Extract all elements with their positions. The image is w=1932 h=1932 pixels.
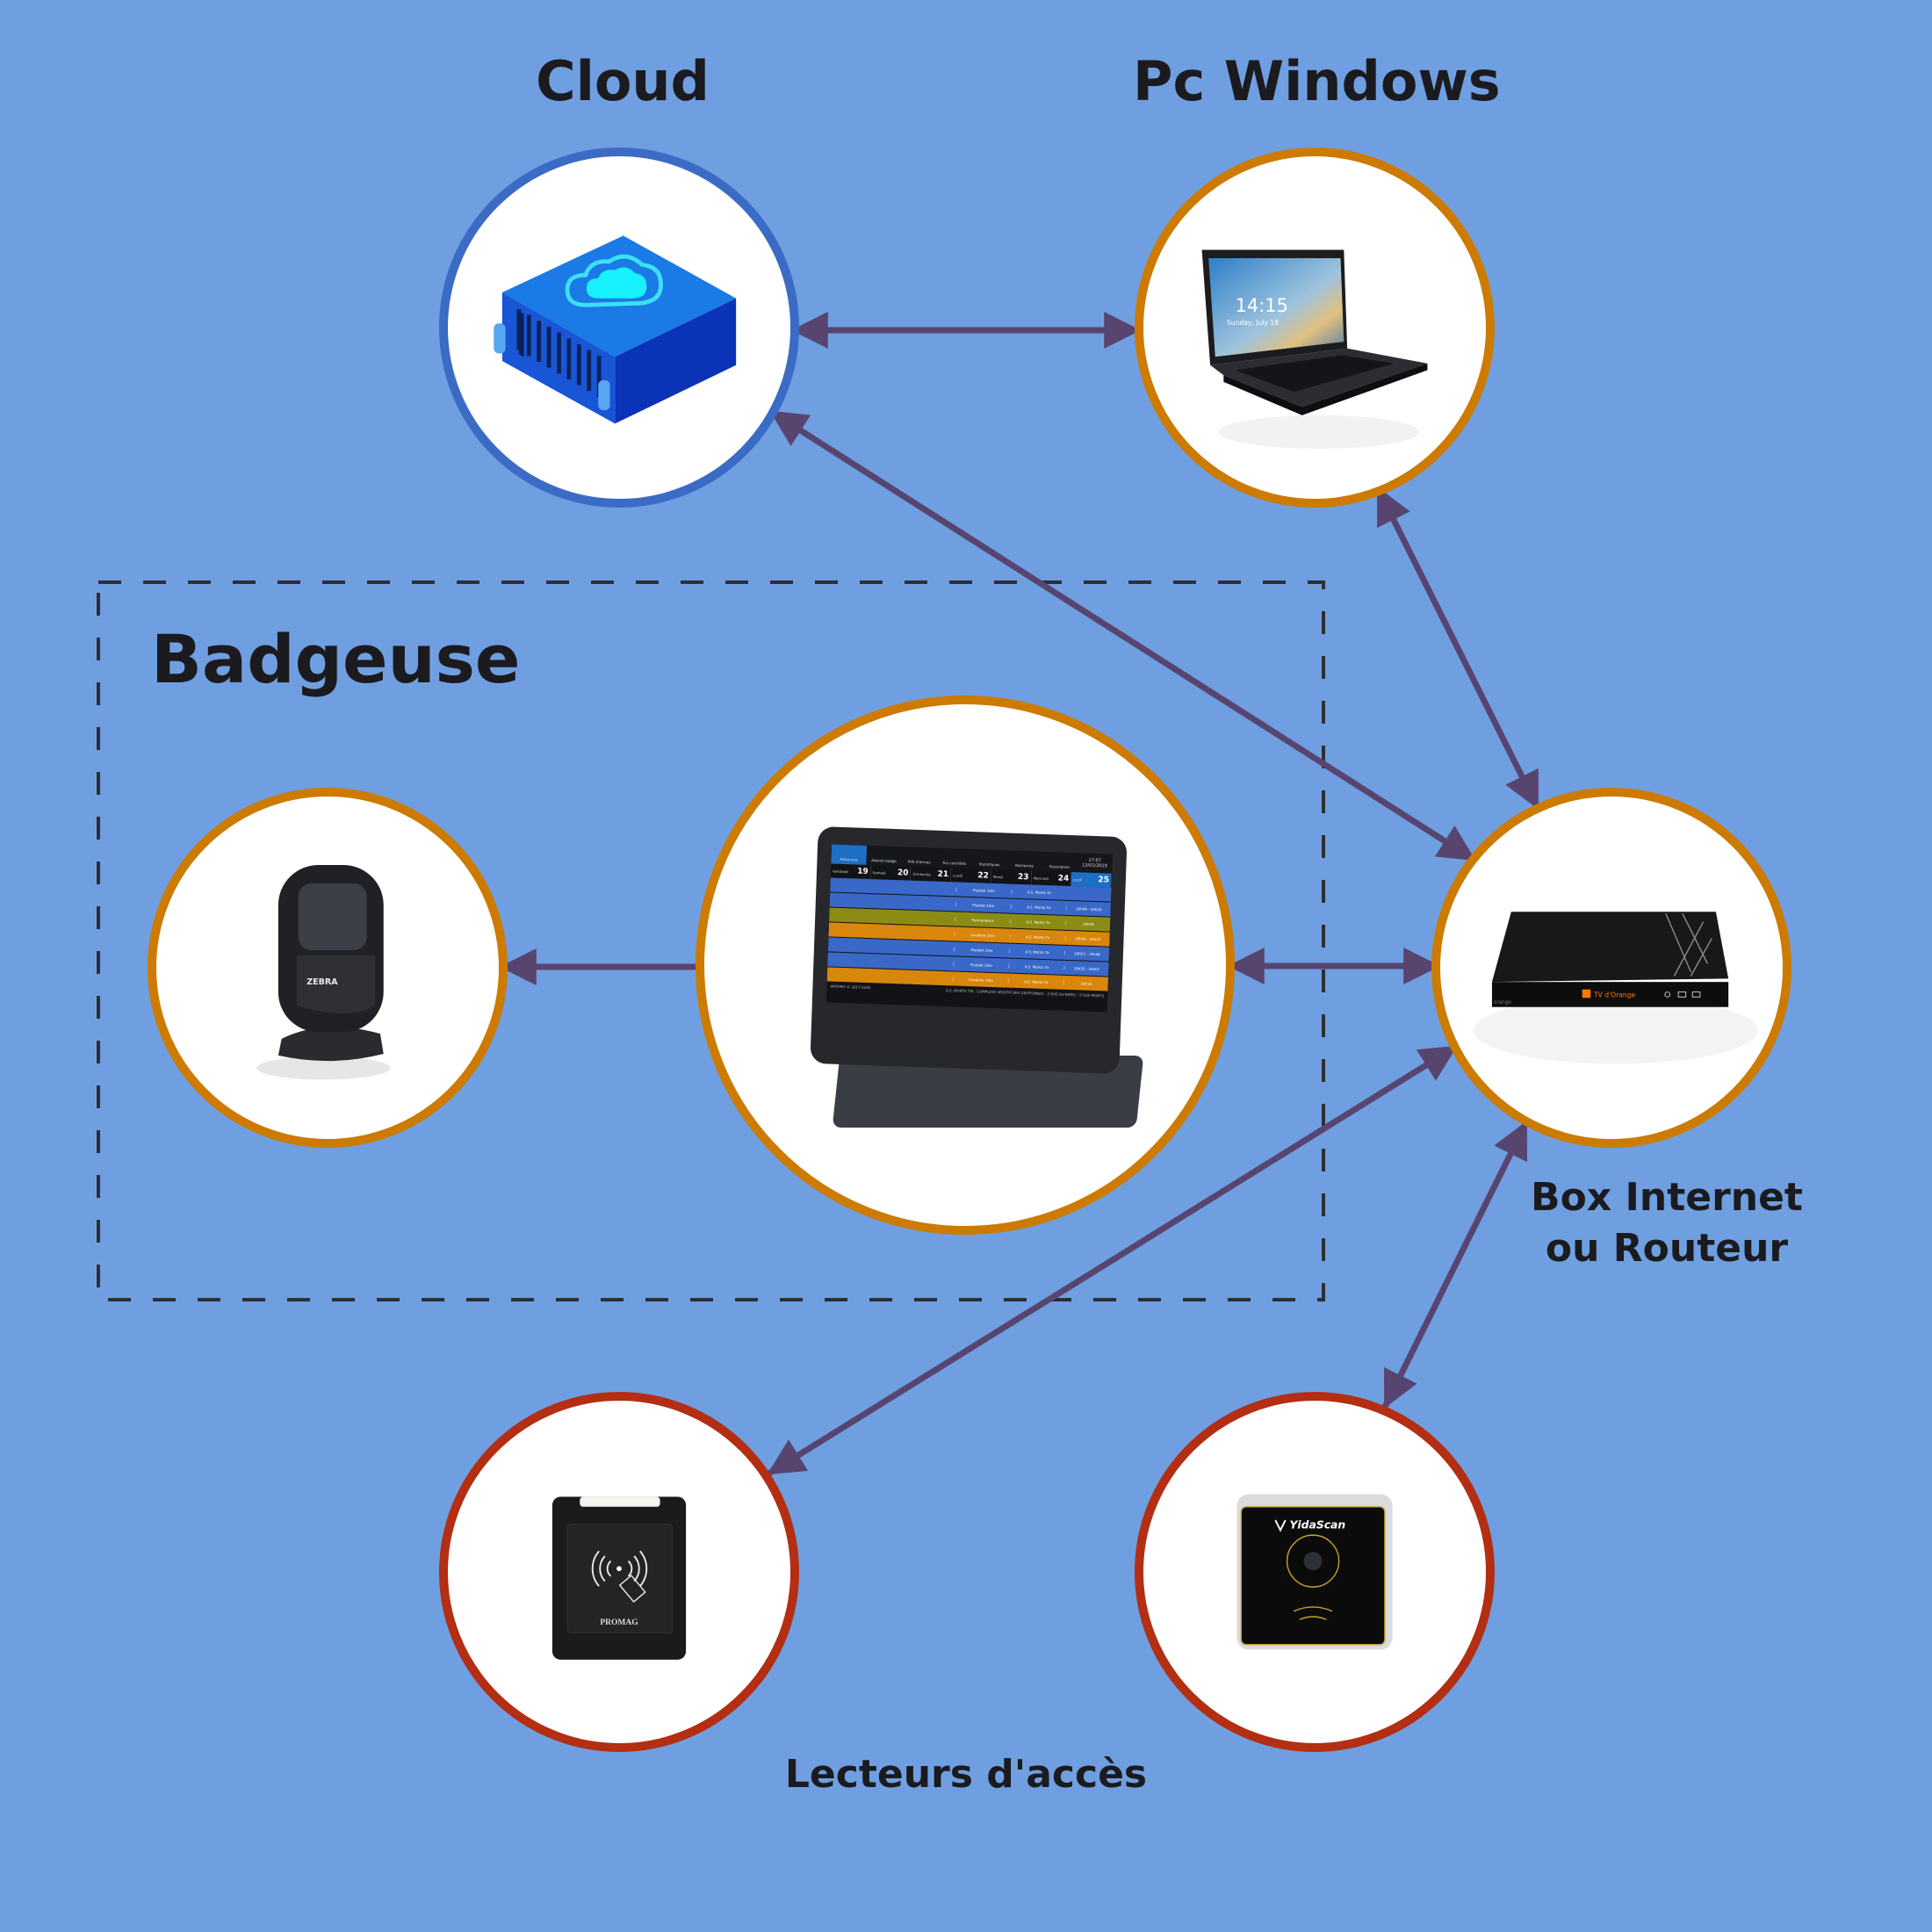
box-label-line1: Box Internet: [1531, 1175, 1803, 1220]
row-discipline: Pistolet 10m: [955, 901, 1011, 909]
laptop-icon: 14:15 Sunday, July 18: [1201, 249, 1428, 449]
screen-tab[interactable]: Prêt d'Armes: [907, 859, 931, 865]
laptop-clock: 14:15: [1236, 295, 1288, 316]
row-club: A.S. Monts Tir: [1009, 948, 1065, 955]
laptop-date: Sunday, July 18: [1227, 319, 1279, 327]
day-number: 22: [977, 871, 990, 881]
screen-day[interactable]: Samedi 20: [870, 865, 912, 881]
row-club: A.S. Monts Tir: [1010, 919, 1066, 926]
day-number: 23: [1017, 872, 1029, 883]
row-club: A.S. Monts Tir: [1010, 904, 1067, 911]
row-discipline: Pistolet 10m: [953, 961, 1009, 969]
row-club: A.S. Monts Tir: [1008, 963, 1064, 970]
screen-day[interactable]: Mardi 23: [991, 869, 1032, 885]
screen-footer-left: ARTEMIS © 2017-2019: [830, 984, 871, 991]
row-time: 18h45 - 20h15: [1064, 935, 1110, 942]
row-time: 18h44: [1065, 920, 1111, 927]
day-number: 24: [1057, 874, 1070, 883]
day-name: Mercredi: [1033, 876, 1049, 881]
cloud-title: Cloud: [536, 49, 710, 113]
screen-tab[interactable]: Présences: [831, 844, 868, 865]
qr-reader-node[interactable]: YidaScan: [1135, 1392, 1495, 1752]
screen-day[interactable]: Lundi 22: [950, 868, 992, 883]
router-box-icon: TV d'Orange orange: [1474, 912, 1758, 1064]
screen-tab[interactable]: Tirs contrôlés: [941, 860, 966, 866]
day-name: Dimanche: [912, 871, 931, 876]
day-number: 25: [1098, 876, 1110, 885]
windows-laptop-node[interactable]: 14:15 Sunday, July 18: [1135, 148, 1495, 508]
box-internet-label: Box Internet ou Routeur: [1517, 1172, 1816, 1274]
day-name: Vendredi: [832, 869, 848, 874]
day-number: 19: [857, 867, 869, 876]
row-club: A.S. Monts Tir: [1009, 934, 1065, 941]
screen-date: 13/01/2019: [1081, 862, 1107, 869]
screen-tab[interactable]: Recherche: [1014, 862, 1034, 869]
row-discipline: Carabine 10m: [952, 976, 1009, 984]
arrow-pc-to-box: [1375, 487, 1540, 810]
cloud-server-icon: [494, 235, 737, 424]
badgeuse-group-box: [97, 580, 1325, 1301]
screen-tab[interactable]: Statistiques: [978, 861, 1000, 868]
access-readers-label: Lecteurs d'accès: [784, 1752, 1148, 1797]
row-discipline: Carabine 10m: [954, 931, 1010, 939]
row-club: A.S. Monts Tir: [1011, 889, 1067, 896]
zebra-brand: ZEBRA: [306, 977, 338, 987]
screen-day[interactable]: Dimanche 21: [911, 866, 952, 883]
arrow-promag-to-box: [767, 1044, 1458, 1476]
day-name: Lundi: [953, 872, 963, 878]
screen-day[interactable]: Vendredi 19: [830, 863, 872, 880]
screen-tab[interactable]: Paramètres: [1049, 864, 1070, 869]
pc-windows-title: Pc Windows: [1133, 49, 1501, 113]
yidascan-brand: YidaScan: [1289, 1519, 1345, 1532]
promag-reader-icon: PROMAG: [551, 1496, 687, 1660]
zebra-scanner-icon: ZEBRA: [256, 865, 391, 1080]
arrow-yida-to-box: [1382, 1121, 1529, 1409]
screen-tab[interactable]: Attente badge: [871, 858, 897, 864]
day-number: 21: [937, 869, 949, 880]
screen-day[interactable]: Jeudi 25: [1071, 872, 1113, 888]
screen-day[interactable]: Mercredi 24: [1031, 870, 1072, 887]
barcode-scanner-node[interactable]: ZEBRA: [148, 788, 508, 1148]
day-name: Jeudi: [1073, 876, 1083, 882]
rfid-reader-node[interactable]: PROMAG: [439, 1392, 799, 1752]
row-time: [1066, 892, 1112, 895]
row-time: 18h55 - 20h07: [1063, 965, 1109, 972]
row-discipline: Pistolet 10m: [955, 886, 1012, 894]
day-name: Mardi: [992, 874, 1004, 879]
badgeuse-title: Badgeuse: [151, 620, 521, 698]
box-label-line2: ou Routeur: [1545, 1226, 1789, 1271]
box-brand: TV d'Orange: [1593, 991, 1636, 998]
row-time: 19h14: [1063, 980, 1108, 987]
box-brand-small: orange: [1494, 1000, 1512, 1006]
internet-box-node[interactable]: TV d'Orange orange: [1431, 788, 1791, 1148]
promag-brand: PROMAG: [600, 1618, 638, 1627]
row-club: A.S. Monts Tir: [1007, 978, 1064, 985]
day-name: Samedi: [872, 869, 886, 876]
cloud-server-node[interactable]: [439, 148, 799, 508]
row-discipline: Permanence: [955, 916, 1011, 924]
yidascan-reader-icon: YidaScan: [1236, 1494, 1393, 1650]
arrow-cloud-to-box: [769, 409, 1476, 862]
row-time: 18h44 - 20h20: [1065, 905, 1111, 912]
day-number: 20: [897, 869, 909, 878]
row-time: 18h53 - 19h46: [1064, 950, 1110, 957]
row-discipline: Pistolet 10m: [953, 946, 1010, 954]
